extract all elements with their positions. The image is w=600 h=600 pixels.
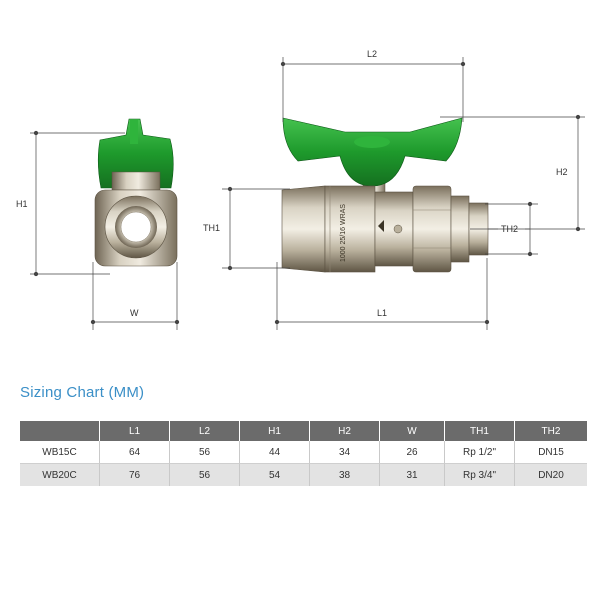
th2-dimension (485, 201, 538, 257)
cell-h1: 54 (240, 464, 310, 486)
th1-dimension (222, 186, 290, 271)
cell-w: 26 (380, 441, 445, 464)
body-marking: 1000 25/16 WRAS (340, 204, 347, 262)
valve-end-view: H1 W (16, 118, 180, 330)
th1-label: TH1 (203, 223, 220, 233)
header-l2: L2 (170, 421, 240, 441)
cell-h2: 38 (310, 464, 380, 486)
header-w: W (380, 421, 445, 441)
w-label: W (130, 308, 139, 318)
cell-th1: Rp 1/2" (445, 441, 515, 464)
body-end-view (94, 189, 178, 267)
cell-w: 31 (380, 464, 445, 486)
w-dimension (90, 262, 180, 330)
handle-side-view (282, 117, 463, 187)
l2-dimension (280, 57, 466, 122)
cell-th1: Rp 3/4" (445, 464, 515, 486)
cell-l1: 76 (100, 464, 170, 486)
h2-label: H2 (556, 167, 568, 177)
table-row: WB20C 76 56 54 38 31 Rp 3/4" DN20 (20, 464, 587, 486)
h1-dimension (30, 130, 125, 277)
header-h2: H2 (310, 421, 380, 441)
l2-label: L2 (367, 49, 377, 59)
table-row: WB15C 64 56 44 34 26 Rp 1/2" DN15 (20, 441, 587, 464)
cell-th2: DN20 (515, 464, 587, 486)
table-header-row: L1 L2 H1 H2 W TH1 TH2 (20, 421, 587, 441)
l1-label: L1 (377, 308, 387, 318)
h1-label: H1 (16, 199, 28, 209)
header-h1: H1 (240, 421, 310, 441)
union-nut (412, 185, 489, 273)
cell-l2: 56 (170, 464, 240, 486)
cell-h1: 44 (240, 441, 310, 464)
th2-label: TH2 (501, 224, 518, 234)
l1-dimension (274, 258, 490, 330)
valve-side-view: 1000 25/16 WRAS L2 H2 (203, 49, 585, 330)
header-th1: TH1 (445, 421, 515, 441)
cell-th2: DN15 (515, 441, 587, 464)
valve-dimension-drawing: H1 W 1000 25/16 WRAS (16, 49, 585, 330)
cell-model: WB20C (20, 464, 100, 486)
cell-l2: 56 (170, 441, 240, 464)
sizing-chart-title: Sizing Chart (MM) (20, 384, 145, 401)
cell-model: WB15C (20, 441, 100, 464)
cell-l1: 64 (100, 441, 170, 464)
header-th2: TH2 (515, 421, 587, 441)
cell-h2: 34 (310, 441, 380, 464)
sizing-table: L1 L2 H1 H2 W TH1 TH2 WB15C 64 56 44 34 … (20, 421, 587, 486)
body-side-view: 1000 25/16 WRAS (281, 185, 414, 273)
handle-end-view (97, 118, 174, 189)
header-l1: L1 (100, 421, 170, 441)
header-model (20, 421, 100, 441)
